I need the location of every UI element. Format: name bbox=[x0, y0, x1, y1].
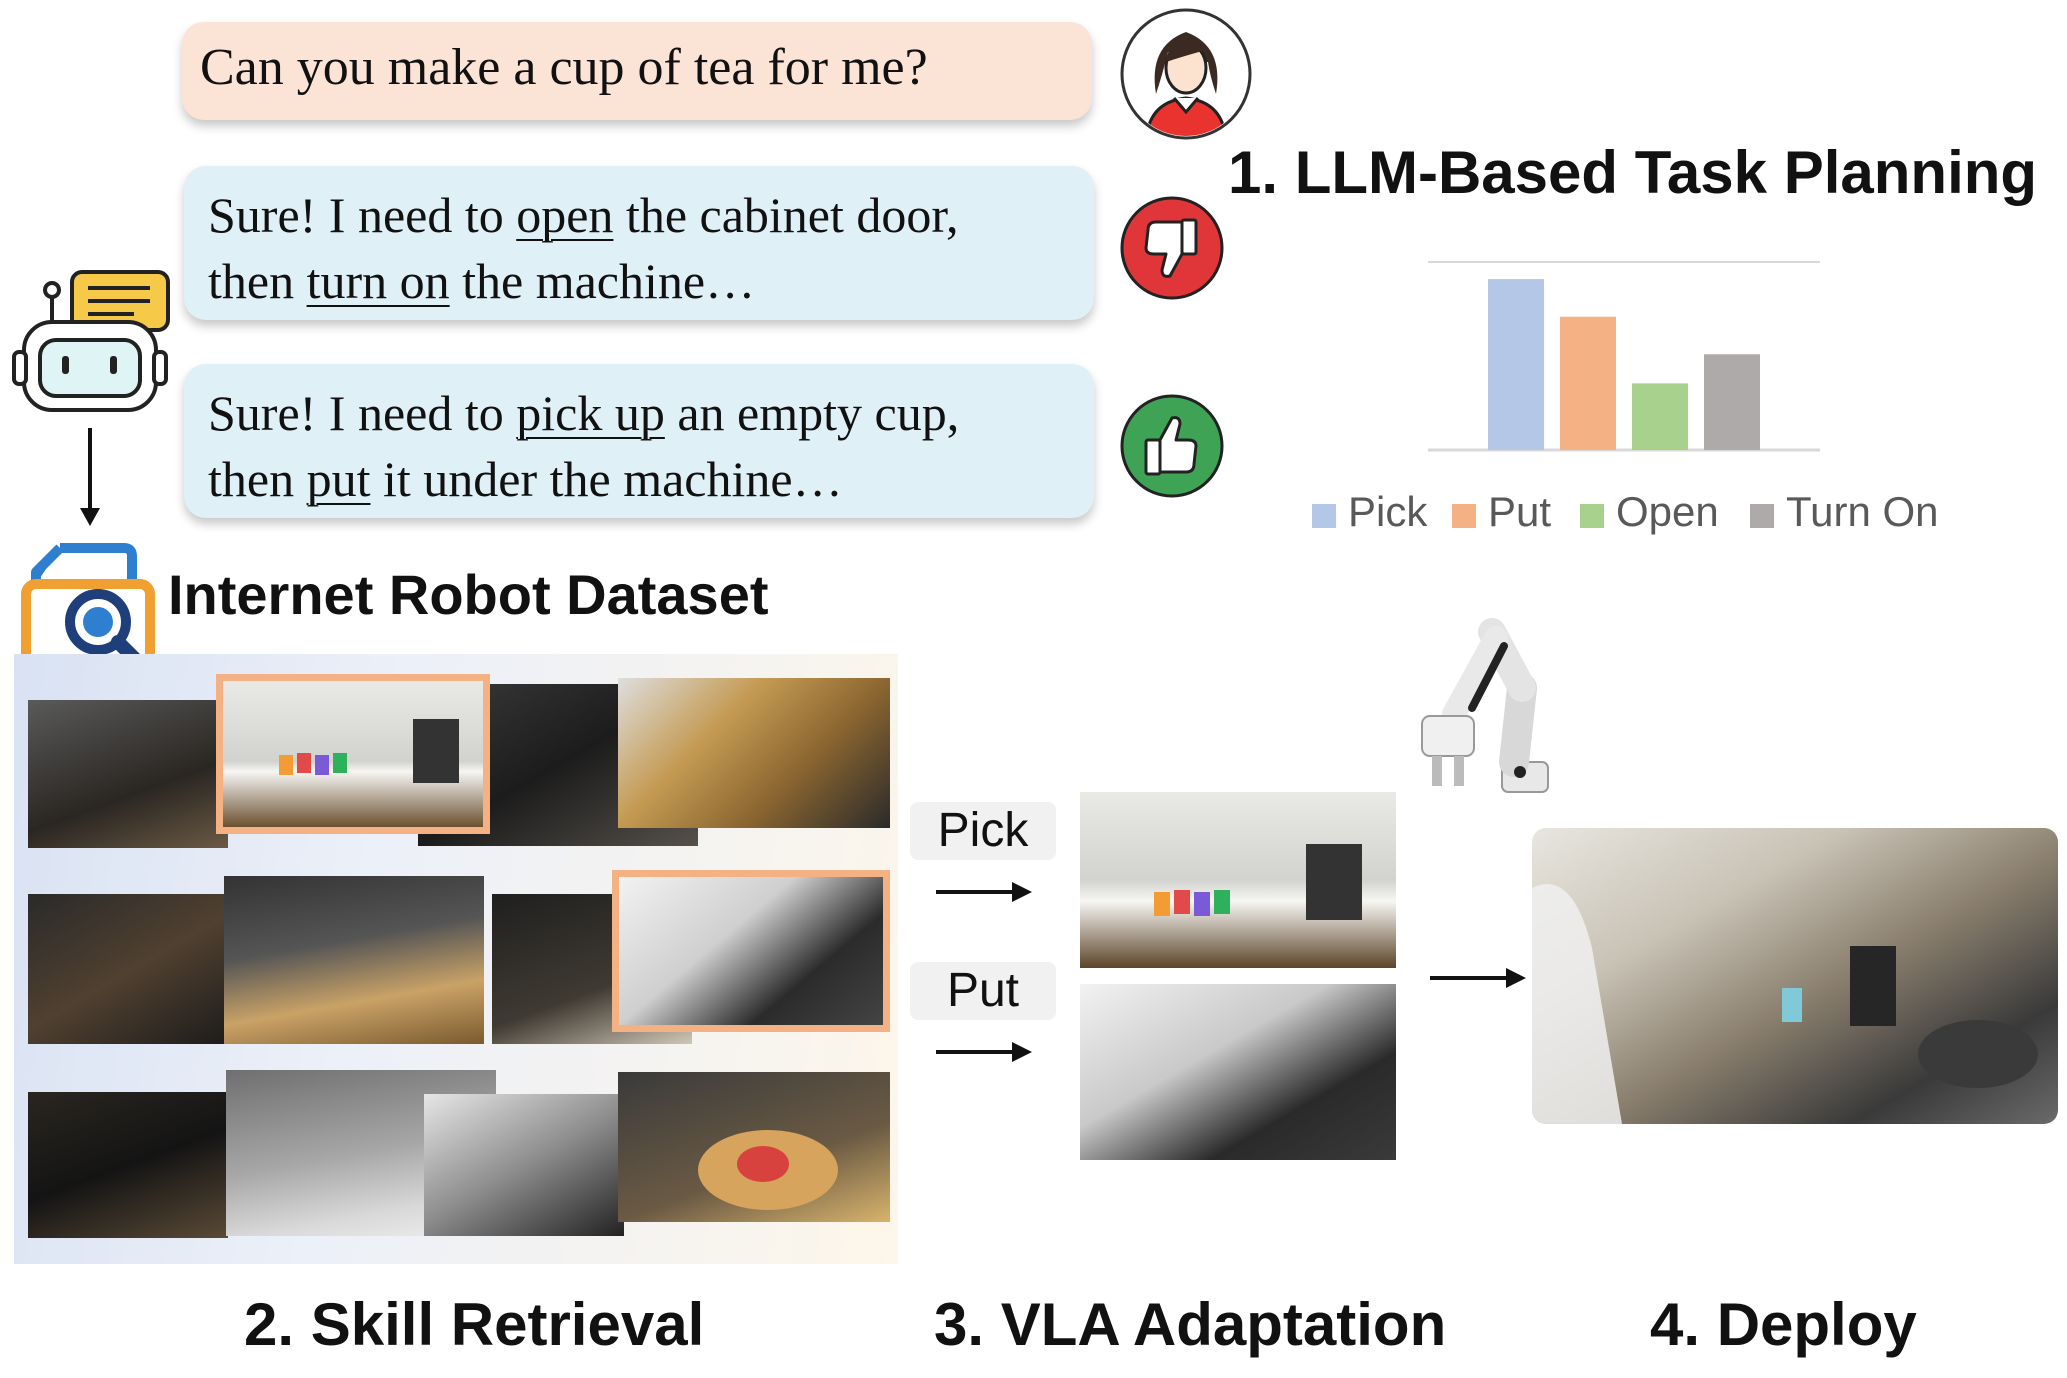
bar-pick bbox=[1488, 279, 1544, 450]
legend-label: Pick bbox=[1348, 488, 1428, 535]
skill-frequency-chart bbox=[1428, 261, 1820, 452]
bot-reply-1-line-1: Sure! I need to open the cabinet door, bbox=[208, 187, 959, 243]
legend-label: Turn On bbox=[1786, 488, 1939, 535]
bot-reply-rejected: Sure! I need to open the cabinet door, t… bbox=[184, 166, 1094, 320]
dataset-photo bbox=[224, 876, 484, 1044]
deploy-heading: 4. Deploy bbox=[1650, 1291, 1917, 1358]
thumbs-down-icon bbox=[1120, 196, 1224, 300]
dataset-photo bbox=[28, 1092, 228, 1238]
robot-chat-icon bbox=[12, 270, 170, 412]
pick-action-label: Pick bbox=[910, 802, 1056, 860]
pick-skill-frame bbox=[1080, 792, 1396, 968]
bot-reply-2-line-2: then put it under the machine… bbox=[208, 451, 843, 507]
legend-swatch bbox=[1312, 504, 1336, 528]
legend-item-turn-on: Turn On bbox=[1750, 488, 1939, 536]
bar-put bbox=[1560, 316, 1616, 450]
dataset-heading: Internet Robot Dataset bbox=[168, 563, 769, 626]
legend-item-open: Open bbox=[1580, 488, 1719, 536]
put-action-label: Put bbox=[910, 962, 1056, 1020]
dataset-photo bbox=[28, 700, 228, 848]
robot-arm-icon bbox=[1421, 618, 1549, 793]
put-arrow bbox=[936, 1042, 1032, 1062]
dataset-photo-selected-put bbox=[612, 870, 890, 1032]
legend-label: Put bbox=[1488, 488, 1552, 535]
vla-adaptation-heading: 3. VLA Adaptation bbox=[934, 1291, 1447, 1358]
legend-swatch bbox=[1580, 504, 1604, 528]
thumbs-up-icon bbox=[1120, 394, 1224, 498]
bot-reply-2-line-1: Sure! I need to pick up an empty cup, bbox=[208, 385, 960, 441]
bar-open bbox=[1632, 383, 1688, 450]
dataset-photo bbox=[28, 894, 240, 1044]
bot-reply-accepted: Sure! I need to pick up an empty cup, th… bbox=[184, 364, 1094, 518]
skill-retrieval-heading: 2. Skill Retrieval bbox=[244, 1291, 705, 1358]
task-planning-heading: 1. LLM-Based Task Planning bbox=[1228, 139, 2038, 206]
legend-swatch bbox=[1750, 504, 1774, 528]
put-skill-frame bbox=[1080, 984, 1396, 1160]
legend-item-pick: Pick bbox=[1312, 488, 1427, 536]
bar-turn-on bbox=[1704, 354, 1760, 450]
dataset-photo bbox=[618, 1072, 890, 1222]
legend-item-put: Put bbox=[1452, 488, 1551, 536]
legend-label: Open bbox=[1616, 488, 1719, 535]
deployment-scene-photo bbox=[1532, 828, 2058, 1124]
dataset-photo-selected-pick bbox=[216, 674, 490, 834]
bot-reply-1-line-2: then turn on the machine… bbox=[208, 253, 756, 309]
dataset-search-icon bbox=[21, 543, 155, 677]
legend-swatch bbox=[1452, 504, 1476, 528]
dataset-panel bbox=[14, 654, 898, 1264]
user-avatar-icon bbox=[1120, 8, 1252, 140]
dataset-photo bbox=[424, 1094, 624, 1236]
user-message-text: Can you make a cup of tea for me? bbox=[200, 39, 928, 96]
pick-arrow bbox=[936, 882, 1032, 902]
down-arrow bbox=[80, 428, 100, 526]
dataset-photo bbox=[618, 678, 890, 828]
deploy-arrow bbox=[1430, 968, 1526, 988]
user-message-bubble: Can you make a cup of tea for me? bbox=[182, 22, 1092, 120]
